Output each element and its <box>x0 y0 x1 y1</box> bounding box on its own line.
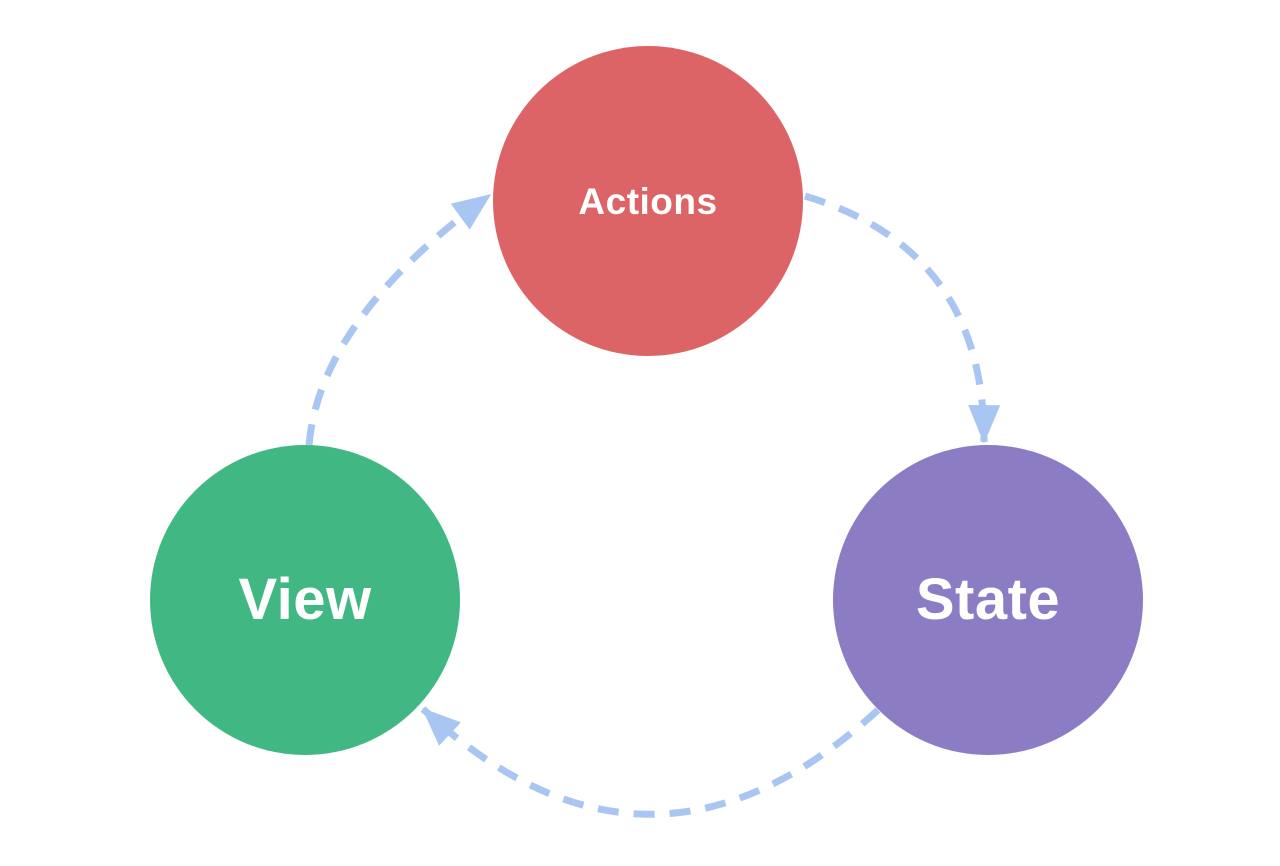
flow-arrow-actions-to-state <box>803 192 1001 444</box>
node-actions-label: Actions <box>578 180 718 222</box>
node-state: State <box>833 445 1143 755</box>
flow-arrows <box>305 192 1001 818</box>
node-state-label: State <box>915 567 1061 632</box>
flow-arrow-view-to-actions <box>305 192 493 446</box>
node-view-label: View <box>238 567 372 632</box>
node-actions: Actions <box>493 46 803 356</box>
node-view: View <box>150 445 460 755</box>
flow-arrow-state-to-view <box>420 706 881 818</box>
